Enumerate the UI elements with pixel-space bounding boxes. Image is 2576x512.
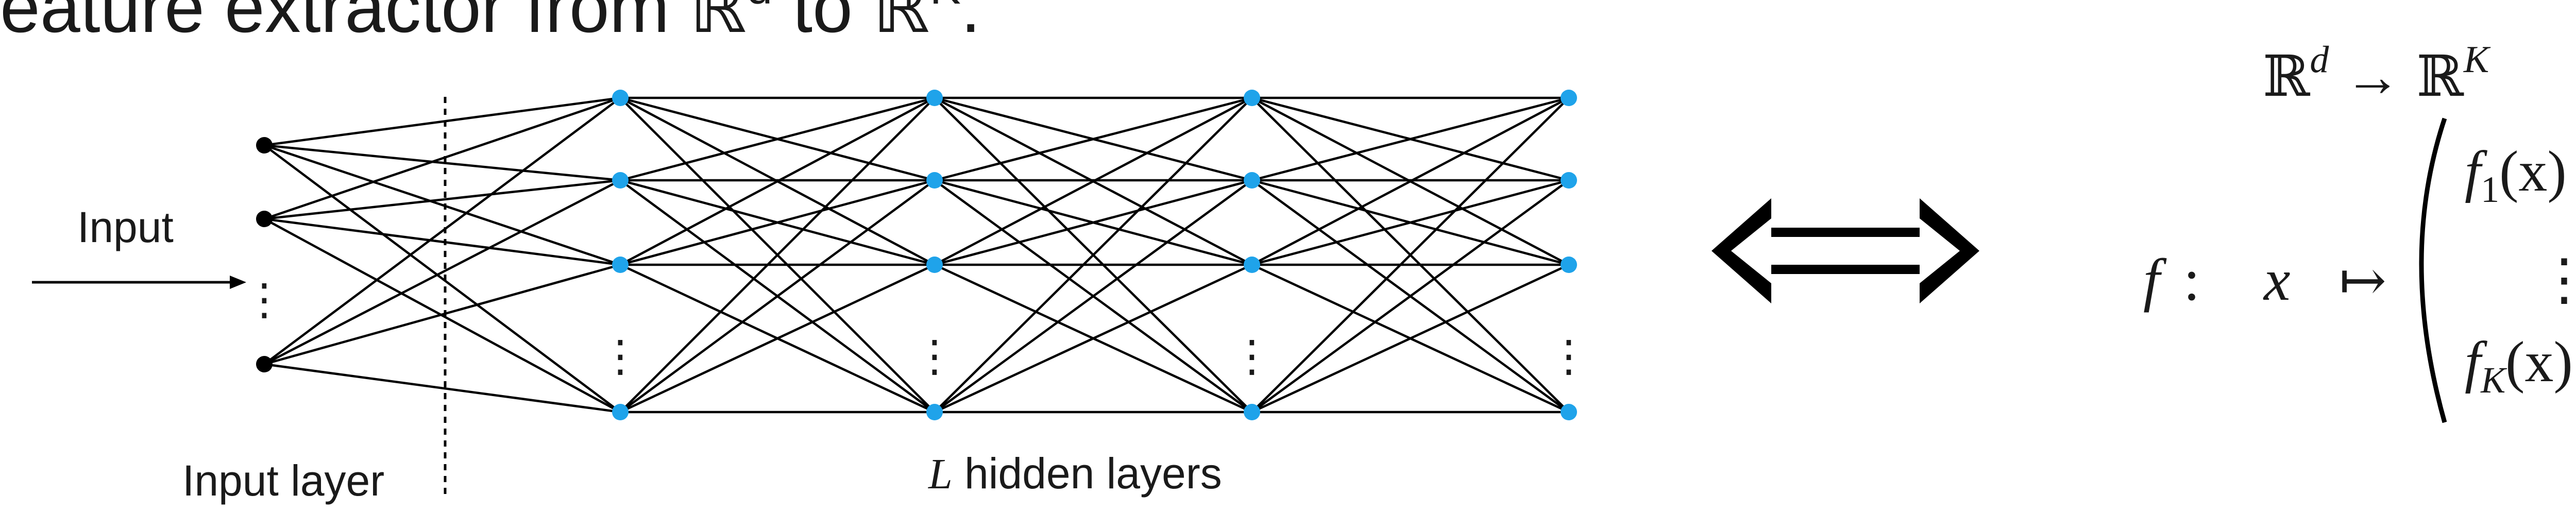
connection-line [1251, 96, 1569, 182]
hidden-layer-ellipsis: ⋮ [1547, 331, 1590, 381]
formula-signature: ℝd→ℝK [2263, 39, 2491, 108]
connection-line [264, 363, 621, 414]
heading-suffix: . [961, 0, 981, 47]
neural-network: Input ⋮ ⋮ ⋮ ⋮ ⋮ Input layer L hidden layers [32, 90, 1590, 505]
hidden-neuron [612, 90, 629, 106]
connection-line [1251, 97, 1570, 266]
hidden-neuron [1561, 90, 1577, 106]
vector-entry-last: fK(x) [2465, 330, 2573, 401]
hidden-neuron [1561, 257, 1577, 273]
heading: eature extractor from ℝd to ℝK. [0, 0, 981, 47]
connection-line [620, 96, 935, 182]
hidden-neuron [926, 257, 943, 273]
connection-line [1251, 179, 1570, 413]
network-connections [263, 96, 1570, 414]
hidden-neuron [1244, 404, 1260, 420]
input-neuron [256, 211, 273, 227]
input-neuron [256, 137, 273, 153]
input-layer-label: Input layer [182, 456, 384, 505]
connection-line [263, 144, 621, 413]
hidden-neuron [926, 90, 943, 106]
connection-line [263, 179, 621, 365]
entry-last-sub: K [2480, 360, 2507, 401]
input-layer-ellipsis: ⋮ [243, 274, 286, 325]
input-arrow-head [230, 276, 246, 289]
connection-line [619, 97, 936, 413]
hidden-neuron [1244, 90, 1260, 106]
hidden-neuron [612, 257, 629, 273]
hidden-neuron [926, 404, 943, 420]
heading-to-exp: K [930, 0, 961, 14]
heading-from-space: ℝ [689, 0, 747, 47]
network-ellipses: ⋮ ⋮ ⋮ ⋮ ⋮ [243, 274, 1590, 381]
hidden-layer-ellipsis: ⋮ [1230, 331, 1274, 381]
formula-mapsto: ↦ [2339, 249, 2386, 312]
hidden-layer-ellipsis: ⋮ [913, 331, 956, 381]
hidden-neuron [1244, 172, 1260, 189]
hidden-layers-label: L hidden layers [928, 449, 1222, 498]
connection-line [619, 179, 936, 413]
connection-line [264, 179, 621, 220]
entry-first-sub: 1 [2481, 169, 2499, 210]
connection-line [264, 144, 621, 266]
input-neuron [256, 356, 273, 372]
formula-func: f [2143, 247, 2167, 313]
network-neurons [256, 90, 1577, 420]
connection-line [264, 96, 621, 147]
heading-middle: to [772, 0, 873, 47]
connection-line [264, 96, 621, 220]
domain-exp: d [2310, 39, 2329, 81]
connection-line [1251, 179, 1569, 266]
signature-arrow: → [2344, 45, 2401, 108]
hidden-layers-text: hidden layers [953, 449, 1222, 498]
connection-line [264, 263, 621, 366]
vector-entry-first: f1(x) [2465, 140, 2567, 210]
codomain-exp: K [2463, 39, 2491, 81]
hidden-neuron [926, 172, 943, 189]
connection-line [620, 179, 935, 266]
connection-line [934, 179, 1252, 266]
hidden-neuron [612, 172, 629, 189]
connection-line [263, 97, 621, 365]
double-arrow-inner [1731, 218, 1960, 283]
connection-line [264, 217, 621, 266]
connection-line [934, 179, 1253, 413]
heading-prefix: eature extractor from [0, 0, 689, 47]
heading-to-space: ℝ [873, 0, 930, 47]
equivalence-symbol: ⟺ [1711, 198, 1979, 303]
connection-line [934, 97, 1253, 413]
entry-last-arg: (x) [2505, 330, 2573, 394]
connection-line [1251, 263, 1569, 414]
hidden-layer-ellipsis: ⋮ [599, 331, 642, 381]
heading-from-exp: d [747, 0, 772, 14]
hidden-neuron [612, 404, 629, 420]
hidden-layers-var: L [928, 450, 953, 498]
connection-line [934, 263, 1252, 414]
input-label: Input [77, 203, 174, 251]
connection-line [934, 96, 1252, 182]
hidden-neuron [1561, 172, 1577, 189]
connection-line [1251, 97, 1570, 413]
connection-line [619, 97, 936, 266]
formula-colon: : [2183, 247, 2200, 313]
entry-first-arg: (x) [2499, 140, 2567, 203]
hidden-neuron [1244, 257, 1260, 273]
domain-space: ℝ [2263, 45, 2310, 108]
connection-line [934, 97, 1253, 266]
hidden-neuron [1561, 404, 1577, 420]
function-formula: ℝd→ℝK f : x ↦ f1(x) ⋮ fK(x) [2143, 39, 2576, 423]
vector-entry-vdots: ⋮ [2536, 248, 2576, 311]
codomain-space: ℝ [2416, 45, 2464, 108]
connection-line [264, 144, 621, 182]
connection-line [620, 263, 935, 414]
vector-left-paren [2419, 117, 2447, 423]
formula-var: x [2263, 247, 2291, 313]
